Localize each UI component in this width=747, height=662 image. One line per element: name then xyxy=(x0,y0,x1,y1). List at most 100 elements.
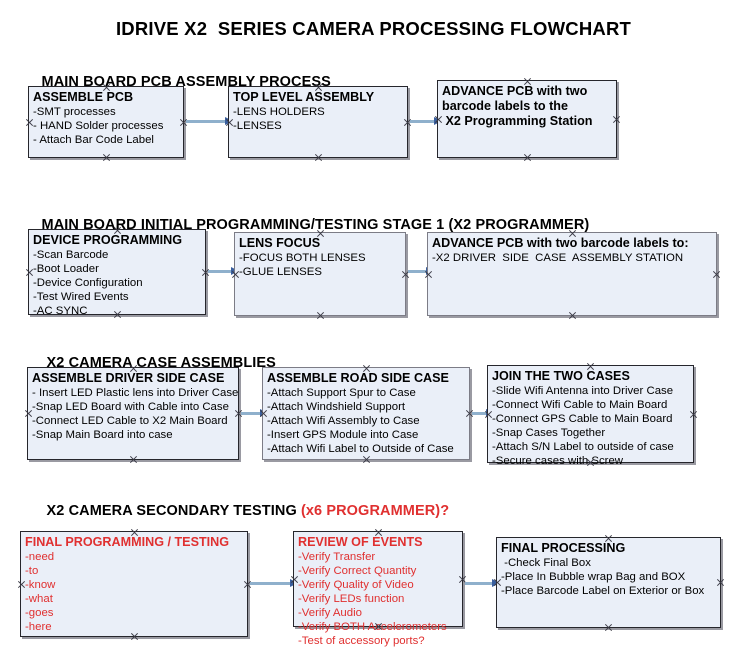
node-line: -Snap Main Board into case xyxy=(32,429,173,441)
node-title: ASSEMBLE PCB xyxy=(33,90,134,104)
section-heading-x2-camera-secondary-testing: X2 CAMERA SECONDARY TESTING (x6 PROGRAMM… xyxy=(30,487,450,535)
node-final-programming-testing[interactable]: FINAL PROGRAMMING / TESTING -need -to -k… xyxy=(20,531,248,637)
connection-handle-top[interactable] xyxy=(102,83,111,92)
connection-handle-left[interactable] xyxy=(225,118,234,127)
node-line: -GLUE LENSES xyxy=(239,266,322,278)
node-line: -Slide Wifi Antenna into Driver Case xyxy=(492,385,674,397)
node-line: -Verify Audio xyxy=(298,607,362,619)
connection-handle-top[interactable] xyxy=(130,528,139,537)
node-line: -LENS HOLDERS xyxy=(233,106,325,118)
node-line: -Place In Bubble wrap Bag and BOX xyxy=(501,571,686,583)
node-line: -Verify Transfer xyxy=(298,551,376,563)
connection-handle-left[interactable] xyxy=(259,409,268,418)
arrow-top-level-assembly-to-advance-pcb xyxy=(410,117,442,125)
node-line: -Attach Wifi Assembly to Case xyxy=(267,415,420,427)
node-line: -FOCUS BOTH LENSES xyxy=(239,252,366,264)
node-line: -need xyxy=(25,551,55,563)
connection-handle-top[interactable] xyxy=(314,83,323,92)
connection-handle-bottom[interactable] xyxy=(604,623,613,632)
connection-handle-top[interactable] xyxy=(604,534,613,543)
connection-handle-bottom[interactable] xyxy=(316,311,325,320)
node-title: ASSEMBLE ROAD SIDE CASE xyxy=(267,371,449,385)
node-review-of-events[interactable]: REVIEW OF EVENTS -Verify Transfer -Verif… xyxy=(290,528,463,647)
node-line: -SMT processes xyxy=(33,106,116,118)
node-join-the-two-cases[interactable]: JOIN THE TWO CASES -Slide Wifi Antenna i… xyxy=(484,362,694,467)
connection-handle-bottom[interactable] xyxy=(586,458,595,467)
node-line: -X2 DRIVER SIDE CASE ASSEMBLY STATION xyxy=(432,252,684,264)
connection-handle-top[interactable] xyxy=(362,364,371,373)
arrow-device-programming-to-lens-focus xyxy=(208,267,239,275)
node-advance-pcb-programming-station[interactable]: ADVANCE PCB with two barcode labels to t… xyxy=(437,80,617,158)
connection-handle-top[interactable] xyxy=(113,226,122,235)
node-line: -Boot Loader xyxy=(33,263,99,275)
connection-handle-bottom[interactable] xyxy=(102,153,111,162)
node-line: - Attach Bar Code Label xyxy=(33,134,154,146)
connection-handle-bottom[interactable] xyxy=(113,310,122,319)
connection-handle-left[interactable] xyxy=(290,575,299,584)
node-assemble-road-side-case[interactable]: ASSEMBLE ROAD SIDE CASE -Attach Support … xyxy=(262,367,470,460)
connection-handle-left[interactable] xyxy=(25,268,34,277)
connection-handle-left[interactable] xyxy=(231,270,240,279)
node-lens-focus[interactable]: LENS FOCUS -FOCUS BOTH LENSES -GLUE LENS… xyxy=(234,232,406,316)
connection-handle-bottom[interactable] xyxy=(362,455,371,464)
connection-handle-top[interactable] xyxy=(523,77,532,86)
node-line: -Attach Windshield Support xyxy=(267,401,406,413)
node-title: DEVICE PROGRAMMING xyxy=(33,233,183,247)
connection-handle-bottom[interactable] xyxy=(314,153,323,162)
connection-handle-left[interactable] xyxy=(434,115,443,124)
section-heading-accent: (x6 PROGRAMMER)? xyxy=(300,503,450,519)
node-line: -Insert GPS Module into Case xyxy=(267,429,419,441)
node-advance-pcb-driver-side-case[interactable]: ADVANCE PCB with two barcode labels to: … xyxy=(427,232,717,316)
connection-handle-left[interactable] xyxy=(493,578,502,587)
node-device-programming[interactable]: DEVICE PROGRAMMING -Scan Barcode -Boot L… xyxy=(25,226,206,317)
node-top-level-assembly[interactable]: TOP LEVEL ASSEMBLY -LENS HOLDERS -LENSES xyxy=(228,86,408,158)
connection-handle-left[interactable] xyxy=(25,118,34,127)
node-line: -Verify Quality of Video xyxy=(298,579,414,591)
connection-handle-bottom[interactable] xyxy=(568,311,577,320)
node-line: -Connect Wifi Cable to Main Board xyxy=(492,399,668,411)
node-title: FINAL PROCESSING xyxy=(501,541,626,555)
node-line: -LENSES xyxy=(233,120,282,132)
connection-handle-top[interactable] xyxy=(568,229,577,238)
connection-handle-top[interactable] xyxy=(374,528,383,537)
node-line: -Scan Barcode xyxy=(33,249,109,261)
connection-handle-right[interactable] xyxy=(712,270,721,279)
connection-handle-right[interactable] xyxy=(612,115,621,124)
node-line: -AC SYNC xyxy=(33,305,88,317)
node-title: ASSEMBLE DRIVER SIDE CASE xyxy=(32,371,225,385)
node-title: ADVANCE PCB with two barcode labels to: xyxy=(432,236,689,250)
arrow-review-of-events-to-final-processing xyxy=(465,579,500,587)
connection-handle-right[interactable] xyxy=(716,578,725,587)
node-line: -Snap LED Board with Cable into Case xyxy=(32,401,229,413)
connection-handle-bottom[interactable] xyxy=(130,632,139,641)
connection-handle-bottom[interactable] xyxy=(523,153,532,162)
node-line: - Insert LED Plastic lens into Driver Ca… xyxy=(32,387,239,399)
node-line-overflow: -Test of accessory ports? xyxy=(298,635,425,647)
connection-handle-left[interactable] xyxy=(484,410,493,419)
node-title: FINAL PROGRAMMING / TESTING xyxy=(25,535,230,549)
arrow-assemble-pcb-to-top-level-assembly xyxy=(186,117,233,125)
connection-handle-right[interactable] xyxy=(689,410,698,419)
connection-handle-left[interactable] xyxy=(24,409,33,418)
node-final-processing[interactable]: FINAL PROCESSING -Check Final Box -Place… xyxy=(496,537,721,628)
connection-handle-bottom[interactable] xyxy=(129,455,138,464)
node-line: - HAND Solder processes xyxy=(33,120,164,132)
connection-handle-left[interactable] xyxy=(424,270,433,279)
node-line: -what xyxy=(25,593,53,605)
node-title: REVIEW OF EVENTS xyxy=(298,535,423,549)
node-assemble-driver-side-case[interactable]: ASSEMBLE DRIVER SIDE CASE - Insert LED P… xyxy=(27,367,239,460)
node-assemble-pcb[interactable]: ASSEMBLE PCB -SMT processes - HAND Solde… xyxy=(28,86,184,158)
node-line: -Verify LEDs function xyxy=(298,593,405,605)
node-title: TOP LEVEL ASSEMBLY xyxy=(233,90,375,104)
connection-handle-top[interactable] xyxy=(316,229,325,238)
connection-handle-left[interactable] xyxy=(17,580,26,589)
node-line: -goes xyxy=(25,607,54,619)
node-line: -Attach Wifi Label to Outside of Case xyxy=(267,443,454,455)
connection-handle-bottom[interactable] xyxy=(374,622,383,631)
connection-handle-top[interactable] xyxy=(586,362,595,371)
node-line: -Connect GPS Cable to Main Board xyxy=(492,413,673,425)
node-line: -know xyxy=(25,579,56,591)
node-line: -to xyxy=(25,565,39,577)
connection-handle-top[interactable] xyxy=(129,364,138,373)
